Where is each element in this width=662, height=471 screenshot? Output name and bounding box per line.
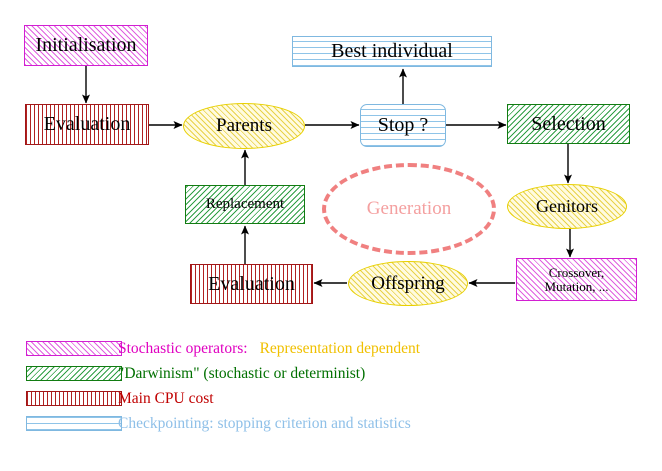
- generation-marker: Generation: [322, 163, 496, 255]
- node-genitors[interactable]: Genitors: [507, 184, 627, 229]
- node-replacement-label: Replacement: [205, 195, 285, 212]
- legend-text-accent: Representation dependent: [259, 339, 421, 357]
- node-evaluation-top[interactable]: Evaluation: [25, 104, 149, 145]
- node-best-individual[interactable]: Best individual: [292, 36, 492, 67]
- node-parents[interactable]: Parents: [183, 103, 305, 149]
- node-selection-label: Selection: [531, 112, 606, 135]
- legend-row-checkpointing: Checkpointing: stopping criterion and st…: [0, 411, 662, 436]
- node-crossover-mutation-label: Crossover, Mutation, ...: [544, 264, 609, 294]
- legend-label-stochastic-operators: Stochastic operators: Representation depe…: [118, 340, 420, 358]
- node-parents-label: Parents: [216, 115, 272, 137]
- node-crossover-mutation[interactable]: Crossover, Mutation, ...: [516, 258, 637, 301]
- legend-row-stochastic-operators: Stochastic operators: Representation depe…: [0, 336, 662, 361]
- green-diagonal-hatch-icon: [26, 366, 122, 381]
- node-initialisation[interactable]: Initialisation: [24, 25, 148, 66]
- node-best-individual-label: Best individual: [331, 40, 453, 62]
- generation-label: Generation: [366, 198, 452, 219]
- legend: Stochastic operators: Representation depe…: [0, 336, 662, 436]
- node-replacement[interactable]: Replacement: [185, 185, 305, 224]
- legend-row-main-cpu-cost: Main CPU cost: [0, 386, 662, 411]
- node-stop-label: Stop ?: [377, 114, 429, 136]
- legend-row-darwinism: "Darwinism" (stochastic or determinist): [0, 361, 662, 386]
- legend-label-darwinism: "Darwinism" (stochastic or determinist): [118, 364, 366, 382]
- node-evaluation-top-label: Evaluation: [43, 113, 131, 135]
- node-evaluation-bottom[interactable]: Evaluation: [190, 264, 313, 304]
- legend-text-main: Stochastic operators:: [118, 339, 248, 357]
- node-stop[interactable]: Stop ?: [360, 104, 446, 147]
- node-genitors-label: Genitors: [536, 196, 598, 217]
- node-evaluation-bottom-label: Evaluation: [208, 272, 295, 295]
- red-vertical-hatch-icon: [26, 391, 122, 406]
- node-offspring[interactable]: Offspring: [348, 261, 468, 306]
- magenta-diagonal-hatch-icon: [26, 341, 122, 356]
- blue-horizontal-hatch-icon: [26, 416, 122, 431]
- node-selection[interactable]: Selection: [507, 104, 630, 144]
- node-initialisation-label: Initialisation: [35, 34, 137, 56]
- legend-label-main-cpu-cost: Main CPU cost: [118, 389, 214, 407]
- legend-label-checkpointing: Checkpointing: stopping criterion and st…: [118, 414, 411, 432]
- node-offspring-label: Offspring: [371, 272, 445, 294]
